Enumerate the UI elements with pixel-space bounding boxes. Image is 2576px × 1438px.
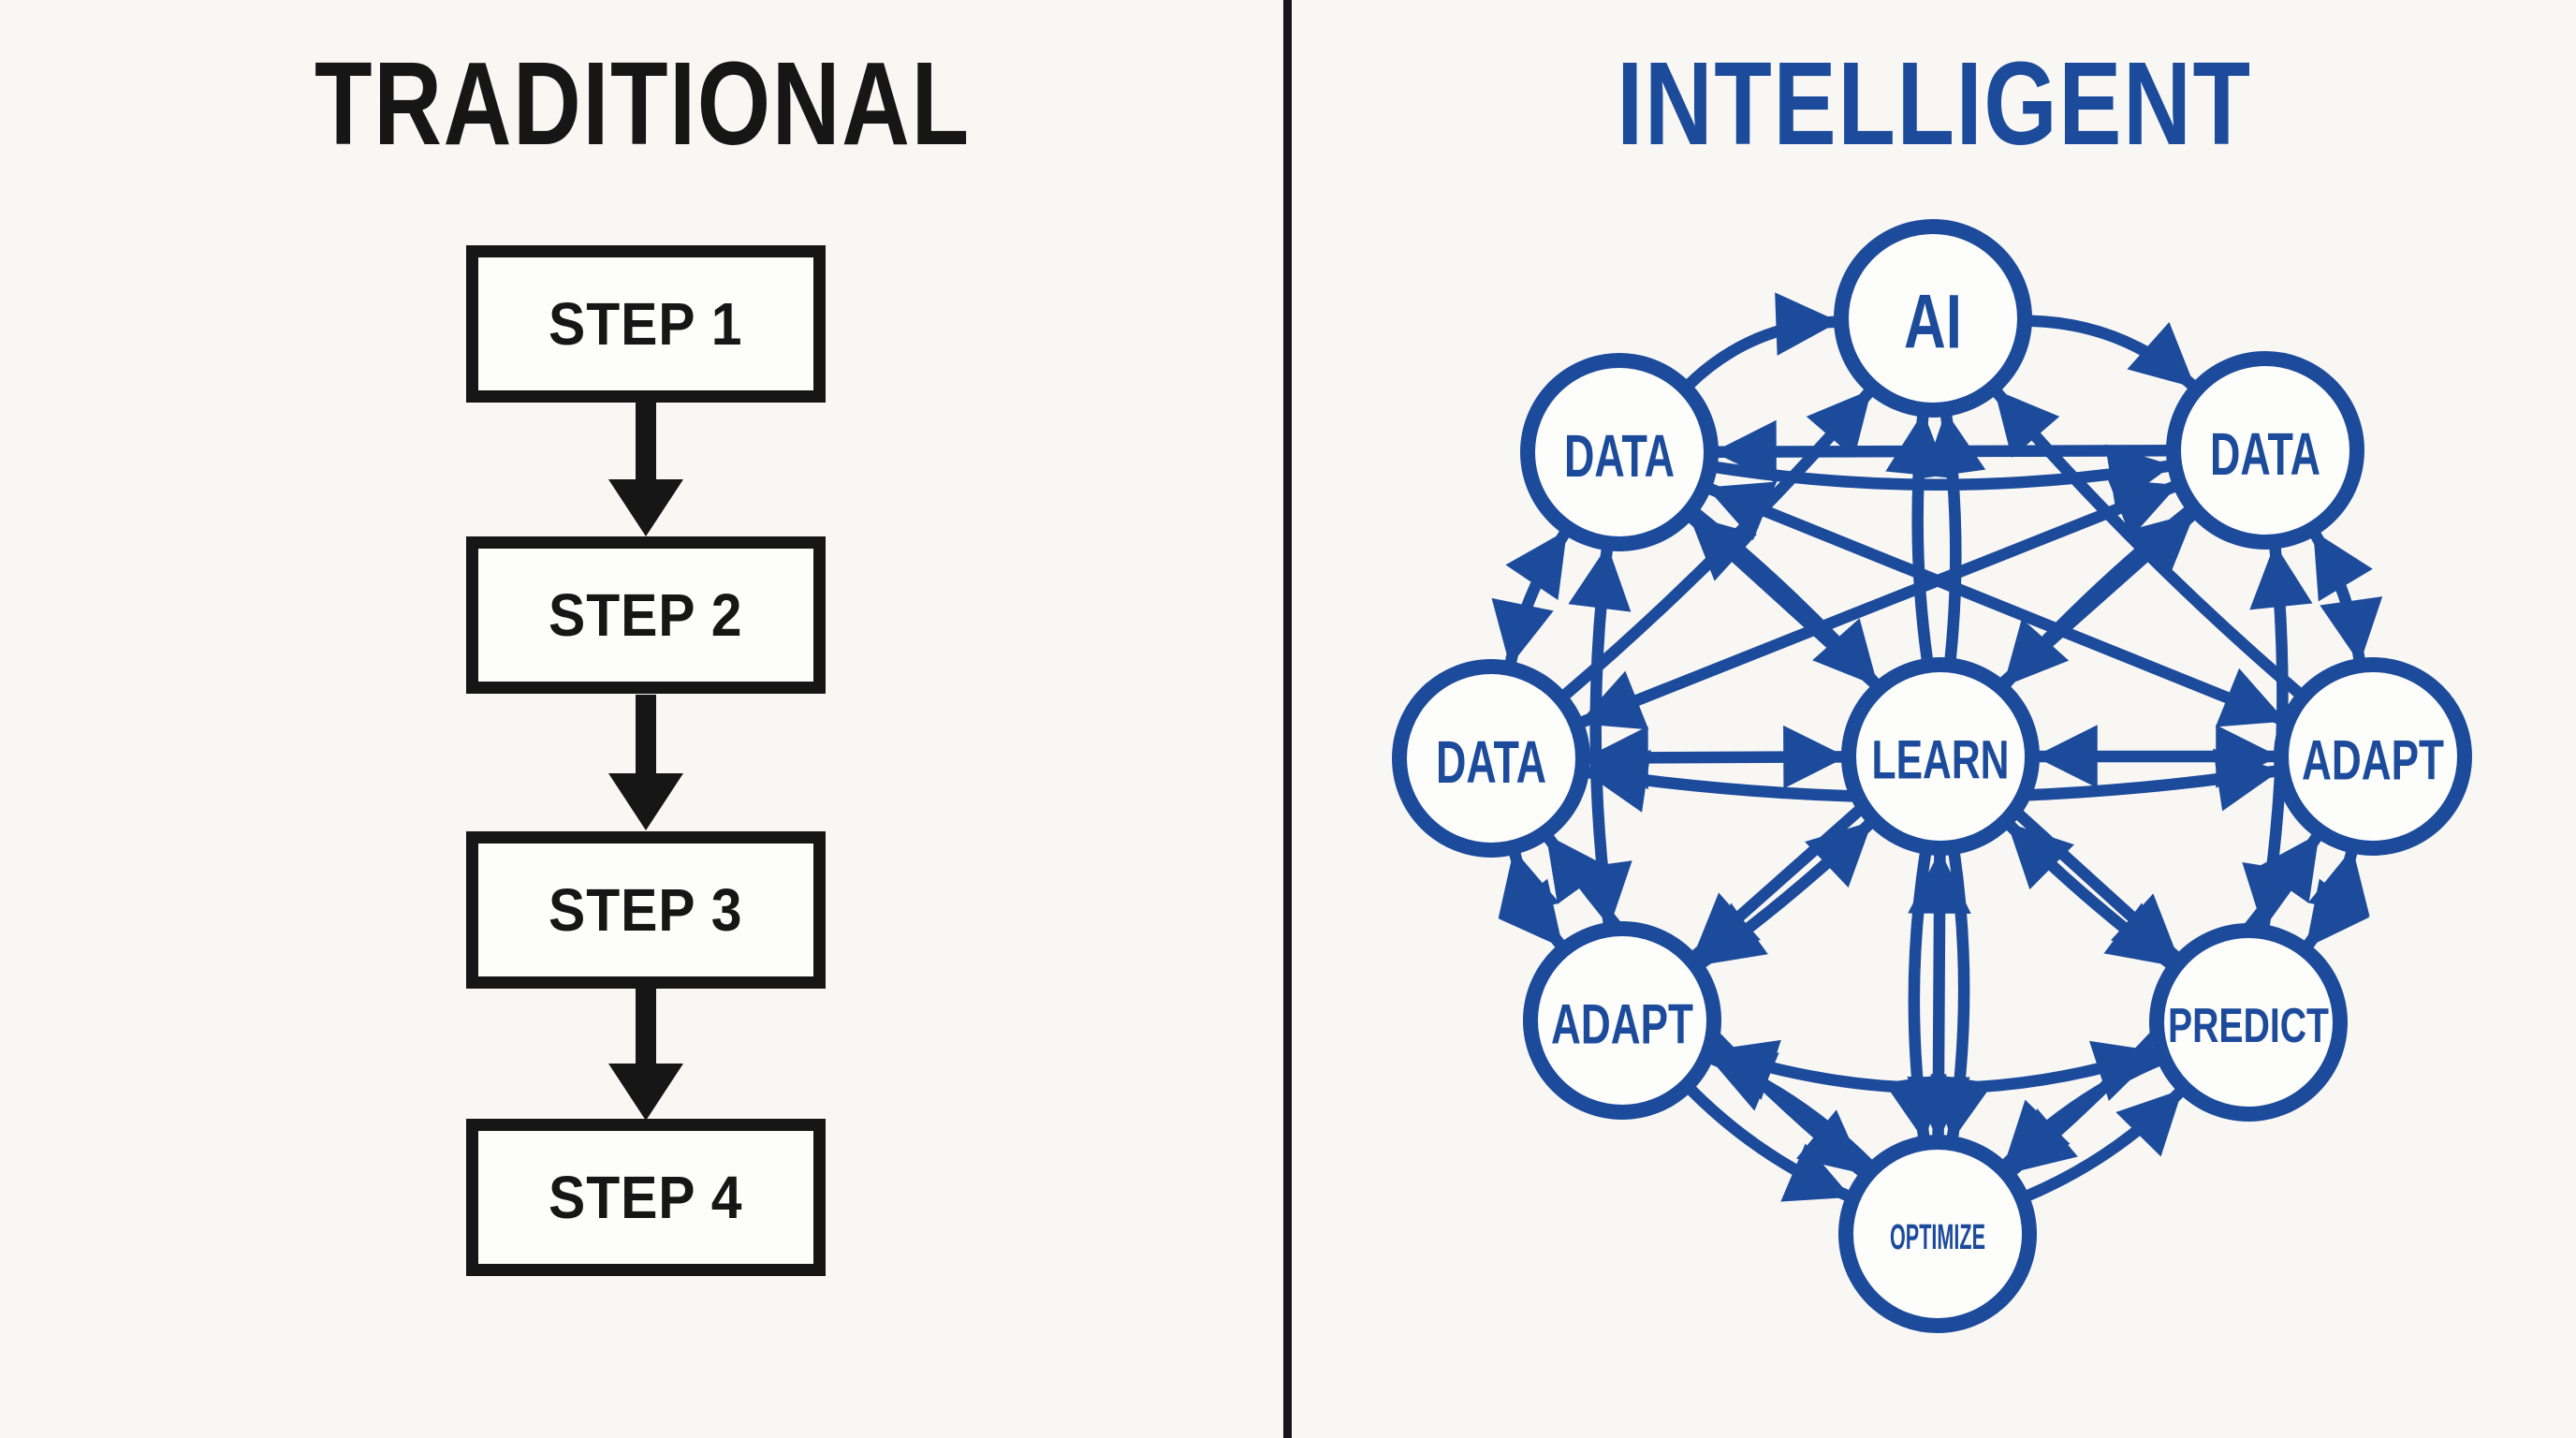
predict-label: PREDICT xyxy=(2168,999,2329,1053)
predict-circle xyxy=(2149,923,2348,1122)
step-3-label: STEP 3 xyxy=(549,876,743,944)
node-learn: LEARN xyxy=(1841,657,2040,856)
node-ai: AI xyxy=(1834,219,2032,418)
edge-data-upper-left-ai xyxy=(1685,292,1839,389)
adapt-lower-left-circle xyxy=(1523,921,1721,1120)
edge-data-upper-right-data-upper-left xyxy=(1713,419,2169,484)
edge-learn-optimize xyxy=(1907,850,1971,1140)
traditional-title: TRADITIONAL xyxy=(315,37,971,169)
edge-data-upper-left-data-mid-left xyxy=(1491,529,1571,667)
data-mid-left-label: DATA xyxy=(1436,728,1546,796)
ai-label: AI xyxy=(1904,280,1962,365)
ai-circle xyxy=(1834,219,2032,418)
step-1-box: STEP 1 xyxy=(466,245,826,403)
data-upper-left-circle xyxy=(1520,353,1719,551)
adapt-right-circle xyxy=(2274,657,2472,856)
node-data-upper-left: DATA xyxy=(1520,353,1719,551)
edge-data-upper-right-data-mid-left xyxy=(1578,478,2178,730)
edge-learn-ai xyxy=(1923,411,1986,661)
step-1-label: STEP 1 xyxy=(549,290,743,358)
optimize-label: OPTIMIZE xyxy=(1890,1218,1985,1257)
adapt-lower-left-label: ADAPT xyxy=(1551,993,1693,1056)
node-optimize: OPTIMIZE xyxy=(1838,1135,2037,1333)
intelligent-title: INTELLIGENT xyxy=(1617,37,2252,169)
data-upper-right-label: DATA xyxy=(2210,420,2320,488)
step-4-label: STEP 4 xyxy=(549,1164,743,1231)
adapt-right-label: ADAPT xyxy=(2302,729,2444,792)
node-predict: PREDICT xyxy=(2149,923,2348,1122)
data-upper-left-label: DATA xyxy=(1564,422,1675,490)
step-4-box: STEP 4 xyxy=(466,1119,826,1276)
panel-divider xyxy=(1283,0,1292,1438)
node-data-mid-left: DATA xyxy=(1392,659,1590,858)
edge-learn-optimize xyxy=(1930,852,1994,1141)
step-2-box: STEP 2 xyxy=(466,536,826,694)
data-mid-left-circle xyxy=(1392,659,1590,858)
edge-predict-learn xyxy=(2005,820,2174,969)
node-data-upper-right: DATA xyxy=(2166,351,2364,550)
edge-data-upper-left-adapt-lower-left xyxy=(1568,545,1632,928)
edge-adapt-right-predict xyxy=(2303,847,2370,949)
step-2-label: STEP 2 xyxy=(549,581,743,649)
edge-data-mid-left-learn xyxy=(1585,725,1847,790)
edge-data-mid-left-adapt-lower-left xyxy=(1498,849,1566,949)
edge-ai-data-upper-right xyxy=(2029,315,2197,390)
step-3-box: STEP 3 xyxy=(466,831,826,989)
node-adapt-lower-left: ADAPT xyxy=(1523,921,1721,1120)
data-upper-right-circle xyxy=(2166,351,2364,550)
edge-adapt-lower-left-learn xyxy=(1697,819,1874,969)
learn-label: LEARN xyxy=(1872,730,2010,791)
edge-learn-optimize xyxy=(1883,851,1947,1141)
optimize-circle xyxy=(1838,1135,2037,1333)
edge-data-upper-right-adapt-right xyxy=(2309,531,2383,664)
learn-circle xyxy=(1841,657,2040,856)
node-adapt-right: ADAPT xyxy=(2274,657,2472,856)
